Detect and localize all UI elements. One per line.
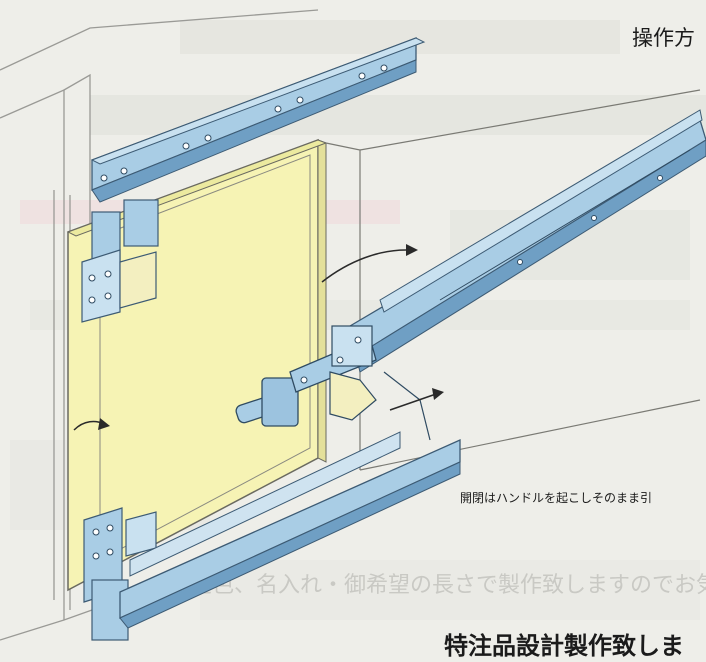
background-text: 定色、名入れ・御希望の長さで製作致しますのでお気軽に御用命下さい (190, 573, 706, 598)
instruction-text: 開閉はハンドルを起こしそのまま引 (460, 491, 653, 505)
title-label: 操作方 (632, 26, 695, 50)
latch-assembly (235, 325, 431, 441)
slide-arm (349, 109, 706, 373)
top-rail (90, 37, 426, 203)
bottom-hinge (83, 507, 157, 641)
top-hinge (81, 199, 159, 323)
motion-arrows (73, 244, 444, 431)
bottom-rail (119, 431, 461, 629)
footer-heading: 特注品設計製作致しま (444, 632, 684, 660)
